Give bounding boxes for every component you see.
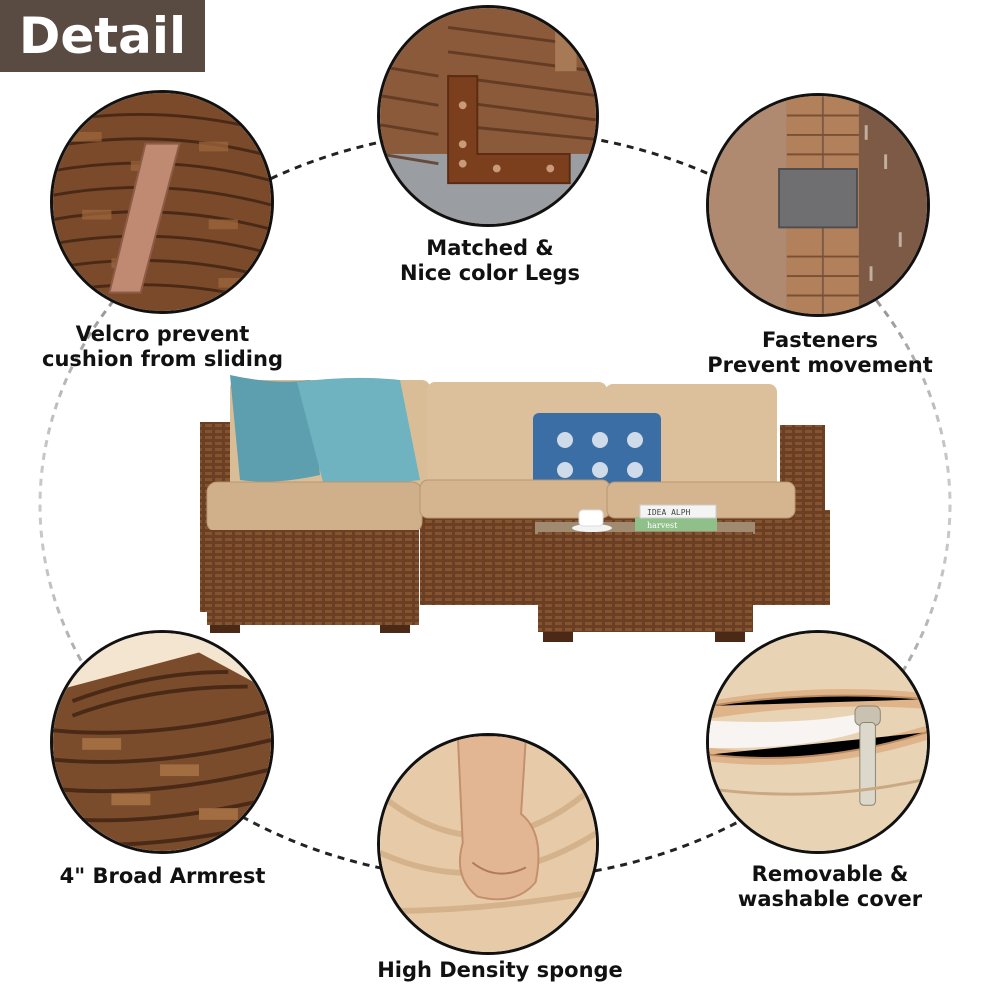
leg-bracket-icon	[380, 8, 596, 224]
armrest-detail-photo	[50, 630, 274, 854]
sponge-caption: High Density sponge	[377, 958, 623, 982]
svg-text:harvest: harvest	[647, 521, 678, 530]
fasteners-detail-photo	[706, 93, 930, 317]
svg-text:IDEA ALPH: IDEA ALPH	[647, 508, 691, 517]
velcro-strap-icon	[53, 93, 271, 311]
sectional-sofa-icon: IDEA ALPH harvest	[200, 375, 830, 642]
cover-caption: Removable &washable cover	[737, 862, 923, 911]
cover-detail-photo	[706, 630, 930, 854]
sofa-set-photo: IDEA ALPH harvest	[195, 370, 835, 650]
velcro-detail-photo	[50, 90, 274, 314]
metal-fastener-icon	[709, 96, 927, 314]
zipper-icon	[709, 633, 927, 851]
legs-detail-photo	[377, 5, 599, 227]
sponge-detail-photo	[377, 733, 599, 955]
fist-sponge-icon	[380, 736, 596, 952]
legs-caption: Matched &Nice color Legs	[399, 236, 581, 285]
armrest-caption: 4" Broad Armrest	[59, 864, 266, 888]
detail-badge: Detail	[0, 0, 205, 72]
wicker-armrest-icon	[53, 633, 271, 851]
